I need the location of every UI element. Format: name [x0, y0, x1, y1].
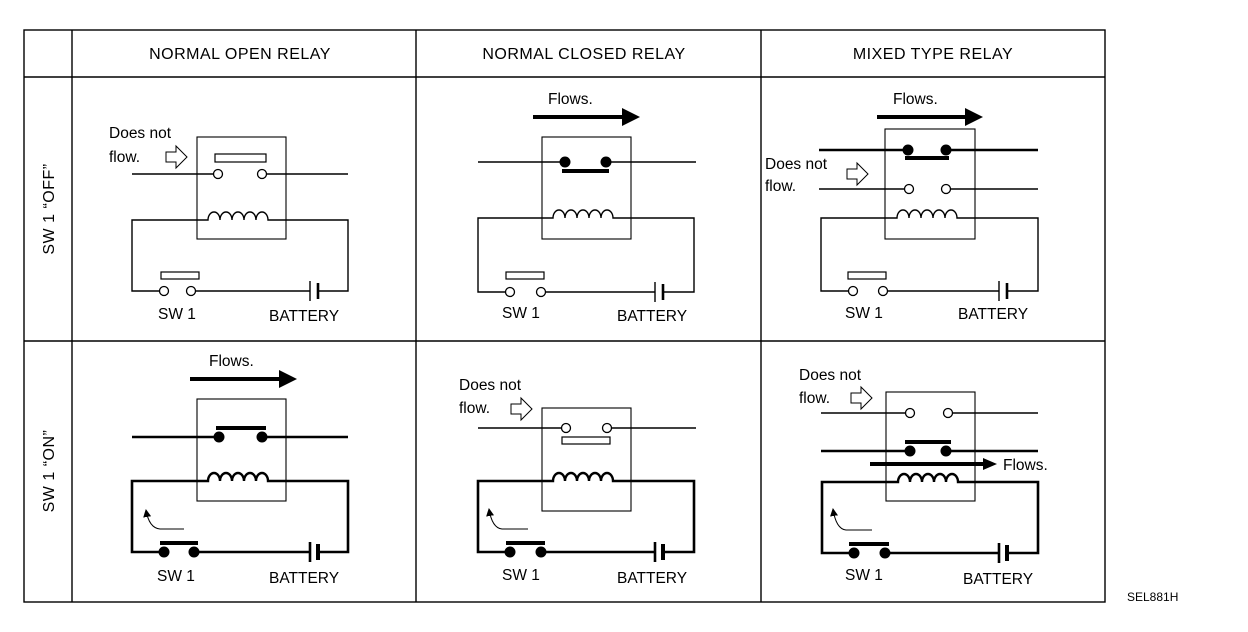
switch-contact-open	[158, 285, 170, 297]
label-flows: Flows.	[1003, 457, 1048, 474]
contact-closed	[940, 144, 952, 156]
switch-contact-open	[877, 285, 889, 297]
relay-box	[541, 136, 632, 240]
flow-arrowhead-icon	[983, 458, 997, 470]
relay-coil-energized	[203, 471, 278, 483]
switch-bar-open	[505, 271, 545, 280]
current-direction-arrow-icon	[143, 509, 184, 530]
contact-open	[601, 422, 613, 434]
cell-normal-open-off: Does not flow. SW 1 BATTERY	[109, 125, 349, 325]
switch-bar-open	[847, 271, 887, 280]
label-does-not: Does not	[765, 156, 828, 173]
label-flows: Flows.	[893, 91, 938, 108]
current-direction-arrow-icon	[830, 508, 872, 531]
relay-box	[885, 391, 976, 502]
switch-contact-closed	[188, 546, 200, 558]
relay-coil	[203, 211, 278, 221]
label-sw1: SW 1	[845, 305, 883, 322]
relay-coil	[892, 209, 967, 219]
contact-bar-open	[561, 436, 611, 445]
row-label-sw1-off: SW 1 “OFF”	[41, 163, 58, 254]
contact-closed	[904, 445, 916, 457]
relay-box	[541, 407, 632, 512]
contact-closed	[213, 431, 225, 443]
contact-open	[560, 422, 572, 434]
no-flow-arrow-icon	[846, 161, 869, 187]
switch-contact-closed	[535, 546, 547, 558]
contact-bar-open	[214, 153, 267, 163]
label-does-not: Does not	[799, 367, 862, 384]
switch-bar-open	[160, 271, 200, 280]
label-battery: BATTERY	[269, 308, 339, 325]
no-flow-arrow-icon	[510, 396, 533, 422]
contact-closed	[600, 156, 612, 168]
cell-mixed-off: Flows. Does not flow. SW 1 BATTERY	[765, 91, 1039, 323]
label-battery: BATTERY	[963, 571, 1033, 588]
label-flow: flow.	[109, 149, 140, 166]
label-flow: flow.	[799, 390, 830, 407]
current-direction-arrow-icon	[486, 508, 528, 530]
label-battery: BATTERY	[958, 306, 1028, 323]
no-flow-arrow-icon	[165, 144, 188, 170]
no-flow-arrow-icon	[850, 385, 873, 411]
contact-open	[942, 407, 954, 419]
label-flows: Flows.	[209, 353, 254, 370]
relay-coil	[548, 209, 624, 219]
contact-open	[940, 183, 952, 195]
row-label-sw1-on: SW 1 “ON”	[41, 430, 58, 513]
switch-contact-open	[504, 286, 516, 298]
flow-arrowhead-icon	[279, 370, 297, 388]
switch-contact-open	[185, 285, 197, 297]
label-battery: BATTERY	[617, 308, 687, 325]
switch-contact-open	[847, 285, 859, 297]
label-flow: flow.	[459, 400, 490, 417]
contact-closed	[940, 445, 952, 457]
switch-contact-open	[535, 286, 547, 298]
label-does-not: Does not	[459, 377, 522, 394]
switch-contact-closed	[504, 546, 516, 558]
label-sw1: SW 1	[502, 305, 540, 322]
flow-arrowhead-icon	[965, 108, 983, 126]
relay-coil-energized	[548, 471, 624, 483]
label-sw1: SW 1	[502, 567, 540, 584]
label-sw1: SW 1	[157, 568, 195, 585]
switch-contact-closed	[158, 546, 170, 558]
flow-arrowhead-icon	[622, 108, 640, 126]
contact-open	[903, 183, 915, 195]
label-flows: Flows.	[548, 91, 593, 108]
label-battery: BATTERY	[269, 570, 339, 587]
contact-closed	[902, 144, 914, 156]
header-mixed-type-relay: MIXED TYPE RELAY	[853, 46, 1013, 63]
switch-contact-closed	[879, 547, 891, 559]
figure-reference: SEL881H	[1127, 590, 1178, 604]
label-sw1: SW 1	[845, 567, 883, 584]
contact-closed	[256, 431, 268, 443]
table-grid	[23, 29, 1106, 603]
contact-open	[212, 168, 224, 180]
label-flow: flow.	[765, 178, 796, 195]
cell-normal-closed-off: Flows. SW 1 BATTERY	[477, 91, 696, 325]
cell-normal-open-on: Flows. SW 1 BATTERY	[130, 353, 350, 587]
relay-box	[196, 136, 287, 240]
contact-closed	[559, 156, 571, 168]
switch-contact-closed	[848, 547, 860, 559]
relay-box	[884, 128, 976, 240]
header-normal-closed-relay: NORMAL CLOSED RELAY	[482, 46, 685, 63]
cell-normal-closed-on: Does not flow. SW 1 BATTERY	[459, 377, 696, 587]
label-sw1: SW 1	[158, 306, 196, 323]
header-normal-open-relay: NORMAL OPEN RELAY	[149, 46, 331, 63]
cell-mixed-on: Does not flow. Flows. SW 1 BATTERY	[799, 367, 1048, 588]
contact-open	[904, 407, 916, 419]
relay-coil-energized	[893, 472, 968, 484]
label-battery: BATTERY	[617, 570, 687, 587]
contact-open	[256, 168, 268, 180]
label-does-not: Does not	[109, 125, 172, 142]
relay-box	[196, 398, 287, 502]
